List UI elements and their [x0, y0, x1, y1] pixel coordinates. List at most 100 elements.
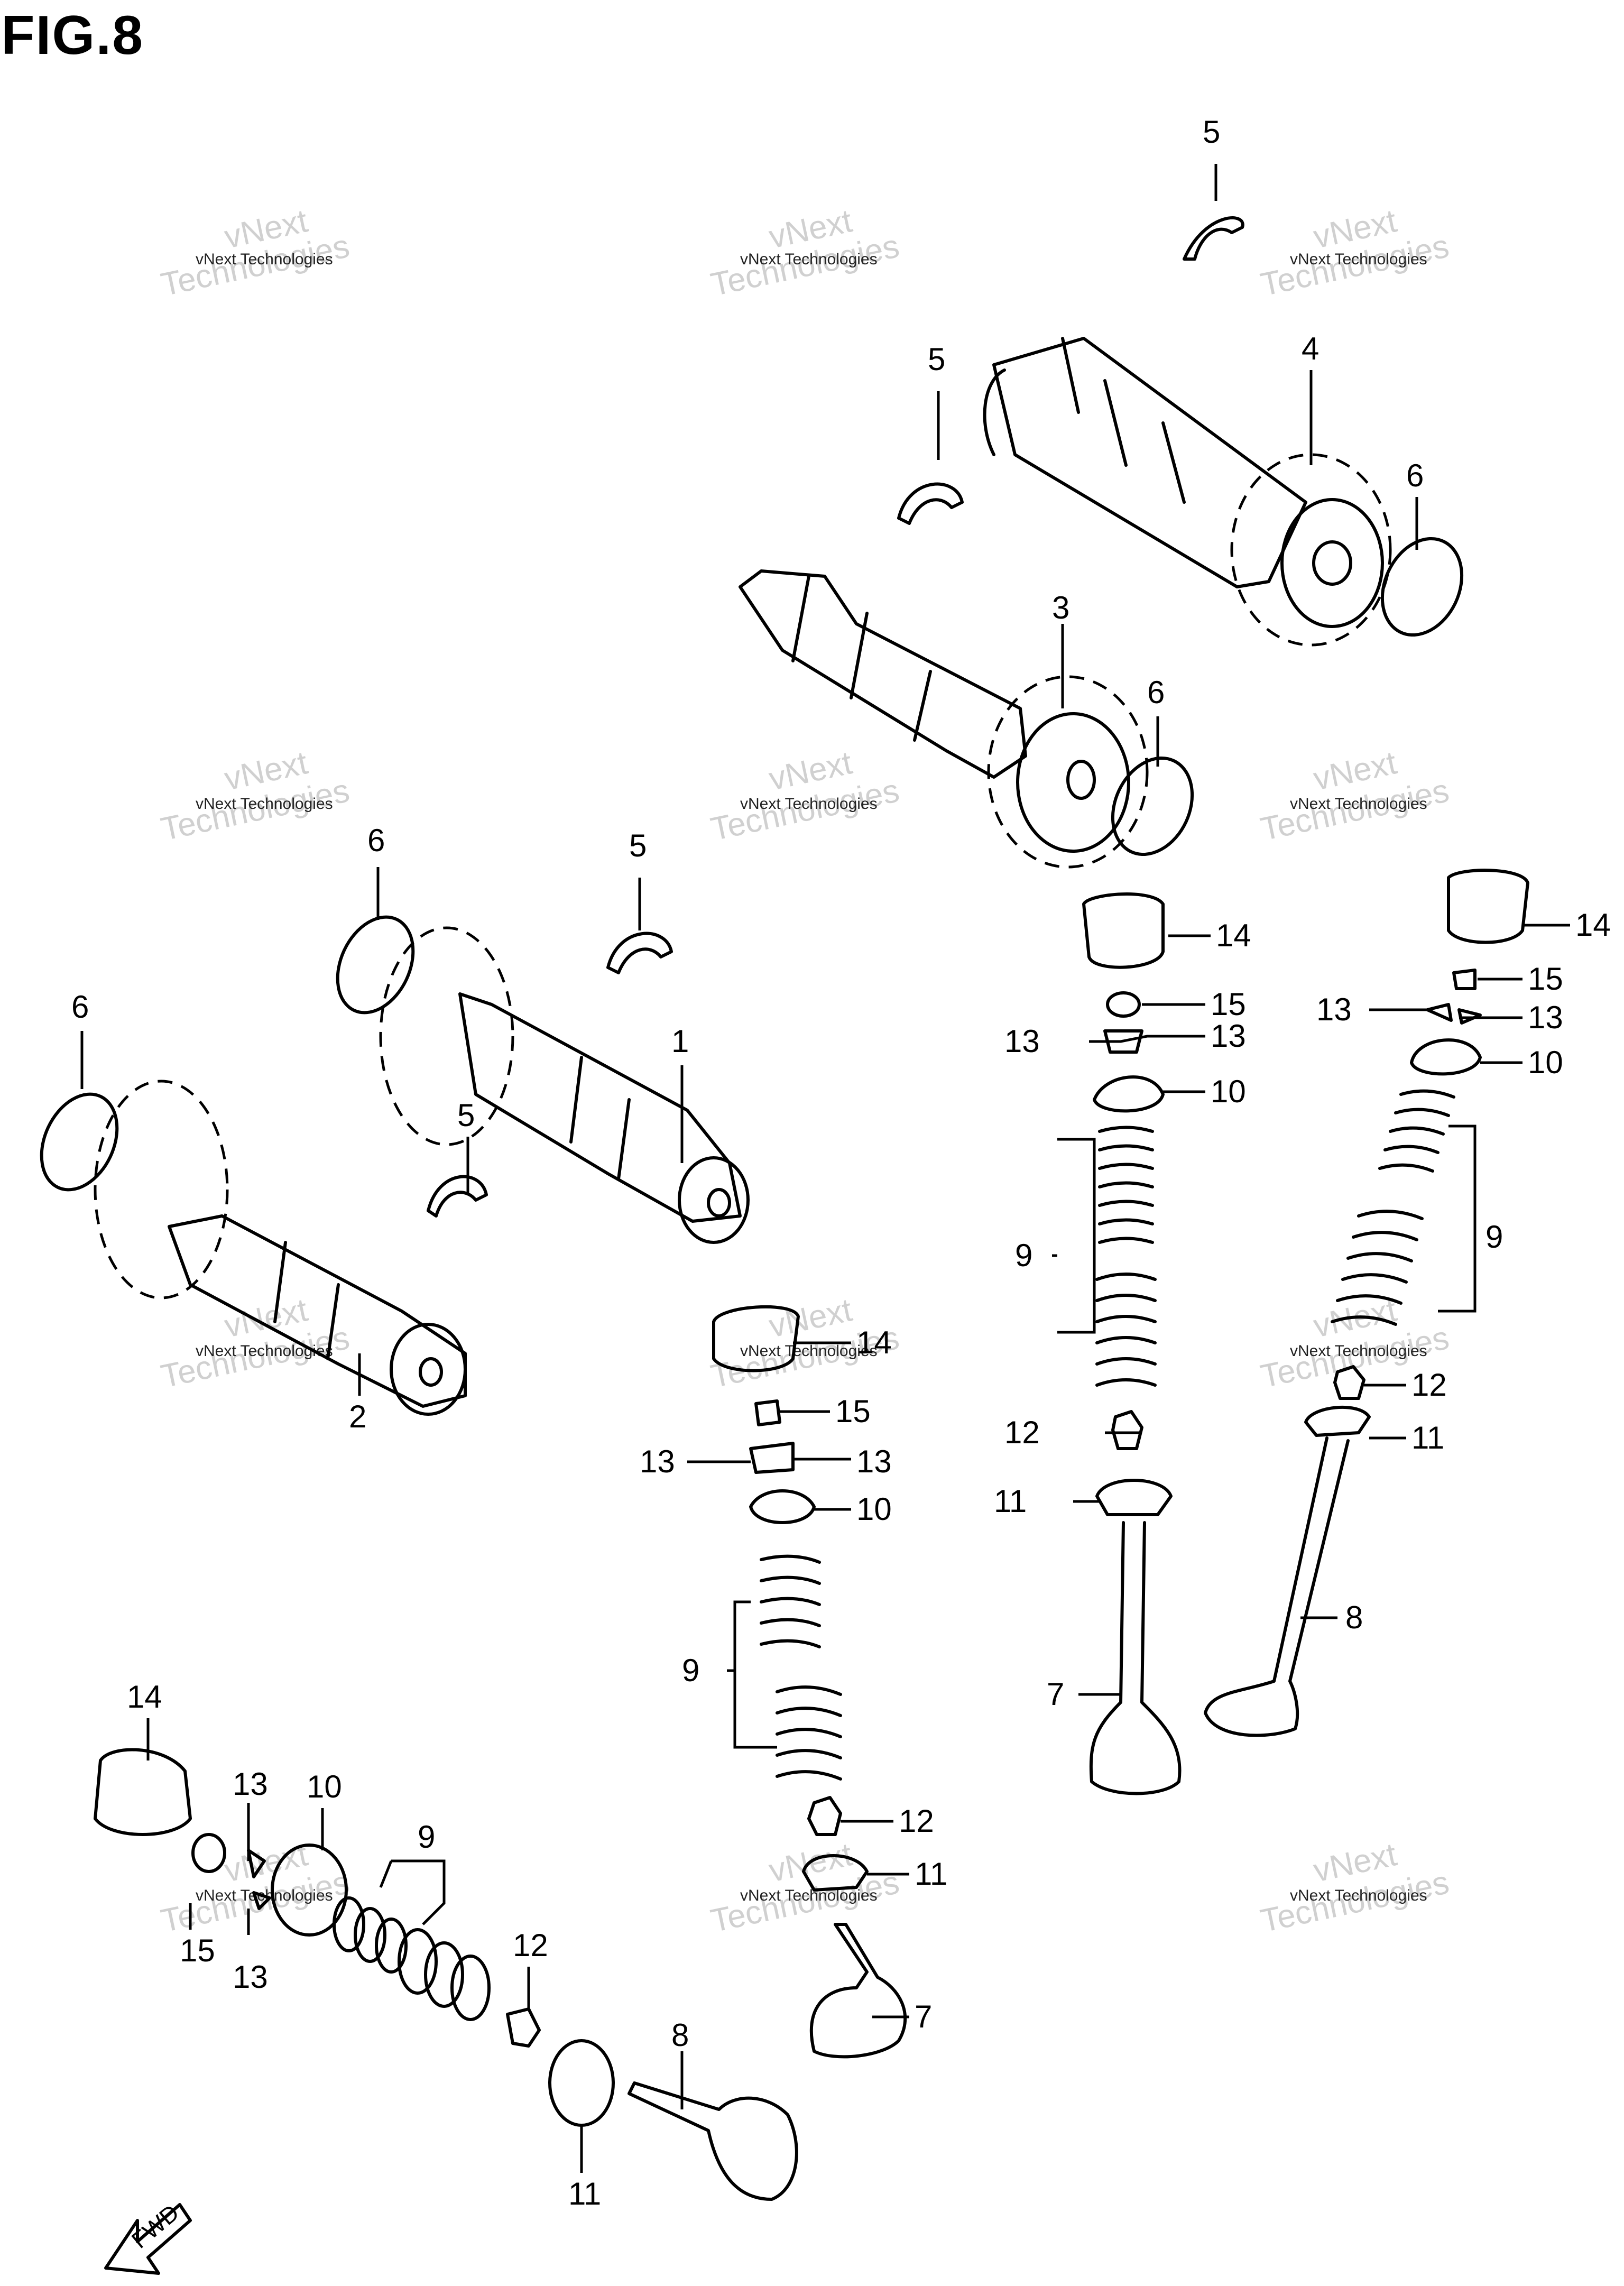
seal-12 [506, 2007, 541, 2048]
shim-15 [191, 1833, 226, 1873]
watermark-text: vNext Technologies [196, 795, 333, 813]
watermark-text: vNext Technologies [1290, 1342, 1427, 1360]
callout-15: 15 [180, 1933, 215, 1968]
callout-7: 7 [1047, 1676, 1064, 1712]
cotter-13 [1426, 1003, 1482, 1025]
tappet-14 [1082, 892, 1165, 969]
tappet-14 [94, 1748, 192, 1836]
callout-8: 8 [671, 2017, 689, 2053]
callout-6: 6 [1406, 458, 1424, 493]
callout-10: 10 [856, 1491, 892, 1527]
watermark-text: vNext Technologies [1290, 1887, 1427, 1904]
clip-5 [1183, 216, 1244, 261]
retainer-10 [1410, 1038, 1482, 1076]
callout-7: 7 [915, 1999, 932, 2034]
shim-15 [1106, 991, 1141, 1018]
callout-12: 12 [1411, 1367, 1447, 1403]
watermark: vNext Technologies vNext Technologies [158, 202, 353, 303]
ring-6 [40, 1092, 119, 1192]
seat-11 [802, 1854, 869, 1892]
callout-5: 5 [457, 1098, 475, 1133]
watermark-text: vNext Technologies [740, 251, 878, 268]
callout-6: 6 [71, 989, 89, 1025]
watermark-text: vNext Technologies [196, 1342, 333, 1360]
camshaft-2 [94, 1080, 467, 1416]
callout-13: 13 [1004, 1024, 1040, 1059]
watermark: vNext Technologies vNext Technologies [708, 744, 902, 847]
watermark-text: vNext Technologies [1290, 795, 1427, 813]
callout-14: 14 [856, 1325, 892, 1360]
valve-stack-bottom [94, 1748, 798, 2201]
tappet-14 [712, 1305, 800, 1372]
retainer-10 [1093, 1075, 1165, 1113]
watermark: vNext Technologies vNext Technologies [158, 744, 353, 847]
cotter-13 [247, 1849, 271, 1910]
callout-14: 14 [1575, 907, 1611, 943]
valve-7 [809, 1923, 907, 2059]
watermark: vNext Technologies vNext Technologies [158, 1292, 353, 1395]
valve-7 [1089, 1521, 1182, 1795]
clip-5 [897, 482, 964, 525]
callout-15: 15 [1528, 961, 1563, 997]
seal-12 [1333, 1365, 1365, 1400]
spring-9 [1095, 1126, 1157, 1387]
spring-9 [333, 1896, 491, 2021]
cotter-13 [1103, 1029, 1143, 1054]
spring-9 [760, 1554, 842, 1781]
clip-5 [606, 932, 673, 974]
callout-5: 5 [928, 342, 945, 377]
valve-8 [1204, 1436, 1350, 1737]
callout-15: 15 [1211, 987, 1246, 1022]
callout-1: 1 [671, 1024, 689, 1059]
camshaft-3 [739, 569, 1149, 869]
callout-13: 13 [856, 1444, 892, 1479]
seal-12 [807, 1796, 842, 1836]
callout-11: 11 [1411, 1420, 1444, 1455]
callout-10: 10 [1211, 1074, 1246, 1109]
callout-4: 4 [1302, 331, 1319, 366]
callout-14: 14 [1216, 918, 1251, 953]
watermark: vNext Technologies vNext Technologies [708, 1836, 902, 1939]
ring-6 [336, 915, 415, 1015]
valve-stack-right [1204, 869, 1529, 1737]
watermarks: vNext Technologies vNext Technologies vN… [158, 202, 1452, 1939]
callout-8: 8 [1345, 1600, 1363, 1635]
watermark: vNext Technologies vNext Technologies [1258, 1836, 1452, 1939]
fwd-arrow-icon: FWD [104, 2200, 192, 2275]
figure-title: FIG.8 [1, 5, 144, 66]
callout-12: 12 [1004, 1415, 1040, 1450]
retainer-10 [749, 1489, 816, 1524]
callout-13: 13 [1528, 1000, 1563, 1035]
callout-15: 15 [835, 1394, 871, 1429]
callout-12: 12 [899, 1803, 934, 1839]
watermark-text: vNext Technologies [196, 251, 333, 268]
seal-12 [1111, 1410, 1143, 1450]
callout-6: 6 [367, 823, 385, 858]
callout-11: 11 [994, 1483, 1027, 1519]
valve-stack-middle [712, 1305, 907, 2059]
callout-9: 9 [682, 1653, 699, 1688]
shim-15 [754, 1399, 781, 1426]
ring-6 [1111, 756, 1194, 856]
callout-13: 13 [233, 1766, 268, 1802]
callout-10: 10 [307, 1769, 342, 1804]
callout-5: 5 [1203, 114, 1220, 150]
callout-5: 5 [629, 828, 647, 863]
valve-stack-center [1082, 892, 1182, 1795]
callout-11: 11 [568, 2176, 601, 2211]
callout-9: 9 [1485, 1219, 1503, 1255]
leader-lines [80, 164, 1570, 2173]
seat-11 [1304, 1405, 1371, 1437]
watermark-text: vNext Technologies [740, 1342, 878, 1360]
cotter-13 [749, 1442, 795, 1474]
callout-2: 2 [349, 1399, 366, 1434]
seat-11 [548, 2039, 615, 2127]
callout-12: 12 [513, 1928, 548, 1963]
watermark-text: vNext Technologies [740, 795, 878, 813]
callout-13: 13 [233, 1959, 268, 1995]
callout-11: 11 [915, 1856, 947, 1892]
callout-9: 9 [1015, 1238, 1032, 1273]
callout-13: 13 [1211, 1018, 1246, 1054]
callout-14: 14 [127, 1679, 162, 1714]
callout-3: 3 [1052, 590, 1069, 625]
